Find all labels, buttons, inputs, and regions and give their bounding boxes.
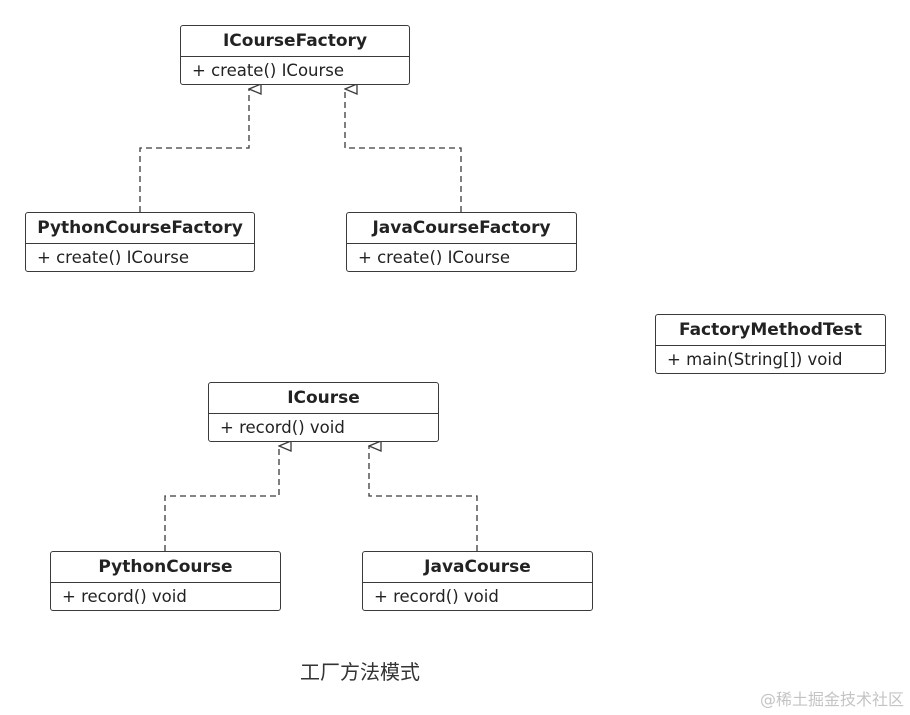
watermark: @稀土掘金技术社区 — [759, 690, 904, 709]
edge-python-factory-to-icourse-factory — [139, 89, 249, 212]
class-name: ICourseFactory — [181, 26, 409, 57]
class-python-course-factory[interactable]: PythonCourseFactory + create() ICourse — [25, 212, 255, 272]
class-name: JavaCourse — [363, 552, 592, 583]
class-method: + create() ICourse — [37, 248, 190, 267]
class-method: + create() ICourse — [358, 248, 511, 267]
edge-python-course-to-icourse — [164, 446, 279, 551]
class-python-course[interactable]: PythonCourse + record() void — [50, 551, 281, 611]
class-java-course-factory[interactable]: JavaCourseFactory + create() ICourse — [346, 212, 577, 272]
class-method: + create() ICourse — [192, 61, 345, 80]
class-name: FactoryMethodTest — [656, 315, 885, 346]
class-name: ICourse — [209, 383, 438, 414]
class-method: + record() void — [62, 587, 187, 606]
class-method: + record() void — [374, 587, 499, 606]
class-name: PythonCourse — [51, 552, 280, 583]
class-icourse-factory[interactable]: ICourseFactory + create() ICourse — [180, 25, 410, 85]
class-name: PythonCourseFactory — [26, 213, 254, 244]
edge-java-course-to-icourse — [369, 446, 478, 551]
diagram-caption: 工厂方法模式 — [300, 660, 420, 684]
class-method: + main(String[]) void — [667, 350, 843, 369]
class-name: JavaCourseFactory — [347, 213, 576, 244]
class-java-course[interactable]: JavaCourse + record() void — [362, 551, 593, 611]
class-factory-method-test[interactable]: FactoryMethodTest + main(String[]) void — [655, 314, 886, 374]
class-icourse[interactable]: ICourse + record() void — [208, 382, 439, 442]
class-method: + record() void — [220, 418, 345, 437]
edge-java-factory-to-icourse-factory — [345, 89, 462, 212]
